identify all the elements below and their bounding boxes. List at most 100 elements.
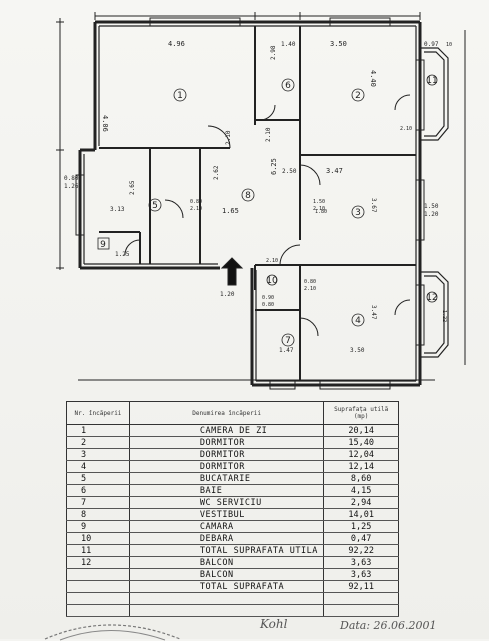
- row-nr: 9: [66, 520, 130, 533]
- windows: [75, 17, 425, 390]
- document-date: Data: 26.06.2001: [340, 619, 437, 632]
- row-nr: 1: [66, 424, 130, 437]
- door-swings: [124, 94, 411, 337]
- row-name: WC SERVICIU: [128, 496, 325, 509]
- dimension-label: 2.10: [304, 286, 316, 292]
- dimension-label: 4.96: [168, 40, 185, 48]
- room-number: 1: [177, 91, 183, 101]
- dimension-label: 3.47: [370, 305, 377, 320]
- dimension-label: 1.50: [313, 199, 325, 205]
- room-number: 10: [266, 276, 278, 286]
- row-name: CAMARA: [128, 520, 325, 533]
- row-nr: 8: [66, 508, 130, 521]
- row-name: BAIE: [128, 484, 325, 497]
- row-area: 1,25: [323, 520, 399, 533]
- dimension-label: 2.10: [225, 130, 232, 145]
- column-header-nr: Nr. încăperii: [66, 401, 130, 425]
- interior-walls: [99, 26, 416, 381]
- dimension-label: 0.80: [190, 199, 202, 205]
- outer-walls: [78, 20, 422, 387]
- row-area: 14,01: [323, 508, 399, 521]
- dimension-label: 1.50: [424, 203, 439, 210]
- row-area: 2,94: [323, 496, 399, 509]
- column-header-name: Denumirea încăperii: [128, 401, 325, 425]
- row-name: TOTAL SUPRAFATA: [128, 580, 325, 593]
- row-name: DORMITOR: [128, 448, 325, 461]
- dimension-label: 1.47: [279, 347, 294, 354]
- dimension-label: 6.25: [270, 158, 278, 175]
- row-name: DORMITOR: [128, 436, 325, 449]
- dimension-label: 1.80: [315, 209, 327, 215]
- room-number: 8: [245, 191, 251, 201]
- room-number: 9: [100, 240, 106, 250]
- row-name: BALCON: [128, 556, 325, 569]
- dimension-label: 2.10: [400, 126, 412, 132]
- balcony-lower: [420, 271, 449, 358]
- room-number: 3: [355, 208, 361, 218]
- row-area: 92,22: [323, 544, 399, 557]
- dimension-label: 2.50: [282, 168, 297, 175]
- row-name: TOTAL SUPRAFATA UTILA: [128, 544, 325, 557]
- row-area: 4,15: [323, 484, 399, 497]
- room-number: 2: [355, 91, 361, 101]
- row-area: 3,63: [323, 568, 399, 581]
- table-row-empty: [66, 592, 399, 605]
- dimension-label: 2.10: [266, 258, 278, 264]
- row-nr: 7: [66, 496, 130, 509]
- table-header-row: Nr. încăperii Denumirea încăperii Supraf…: [66, 401, 399, 425]
- area-table: Nr. încăperii Denumirea încăperii Supraf…: [66, 401, 399, 617]
- dimension-label: 3.47: [326, 167, 343, 175]
- dimension-label: 1.20: [220, 291, 235, 298]
- row-nr: [66, 580, 130, 593]
- room-number: 7: [285, 336, 291, 346]
- dimension-label: 0.80: [64, 175, 79, 182]
- dimension-label: 3.67: [370, 198, 377, 213]
- dimension-label: 10: [446, 42, 452, 48]
- footer: Kohl Data: 26.06.2001: [0, 615, 489, 641]
- row-name: VESTIBUL: [128, 508, 325, 521]
- row-name: CAMERA DE ZI: [128, 424, 325, 437]
- dimension-label: 2.10: [313, 206, 325, 212]
- room-markers: [97, 74, 438, 347]
- room-number: 11: [426, 76, 437, 86]
- dimension-label: 2.65: [129, 180, 136, 195]
- row-area: 0,47: [323, 532, 399, 545]
- signature: Kohl: [260, 617, 288, 631]
- floor-plan: 1 2 3 4 5 6 7 8 9 10 11 12 4.96 1.40 3.5…: [56, 12, 466, 390]
- row-nr: 4: [66, 460, 130, 473]
- dimension-label: 1.65: [222, 207, 239, 215]
- dimension-label: 3.50: [330, 40, 347, 48]
- row-nr: 10: [66, 532, 130, 545]
- row-nr: [66, 568, 130, 581]
- dimension-label: 4.40: [369, 70, 377, 87]
- dimension-label: 0.80: [262, 302, 274, 308]
- dimension-label: 0.80: [304, 279, 316, 285]
- dimension-label: 0.90: [262, 295, 274, 301]
- dimension-label: 1.40: [281, 41, 296, 48]
- dimension-label: 2.62: [213, 165, 220, 180]
- row-name: BALCON: [128, 568, 325, 581]
- room-number: 5: [152, 201, 158, 211]
- entrance-arrow-icon: [220, 257, 244, 286]
- row-area: 12,14: [323, 460, 399, 473]
- dimension-label: 1.26: [64, 183, 79, 190]
- table-row-empty: [66, 604, 399, 617]
- row-nr: 6: [66, 484, 130, 497]
- dimension-label: 1.22: [441, 310, 447, 322]
- dimension-label: 3.13: [110, 206, 125, 213]
- row-area: 3,63: [323, 556, 399, 569]
- room-number: 4: [355, 316, 361, 326]
- dimension-label: 1.25: [115, 251, 130, 258]
- row-name: DORMITOR: [128, 460, 325, 473]
